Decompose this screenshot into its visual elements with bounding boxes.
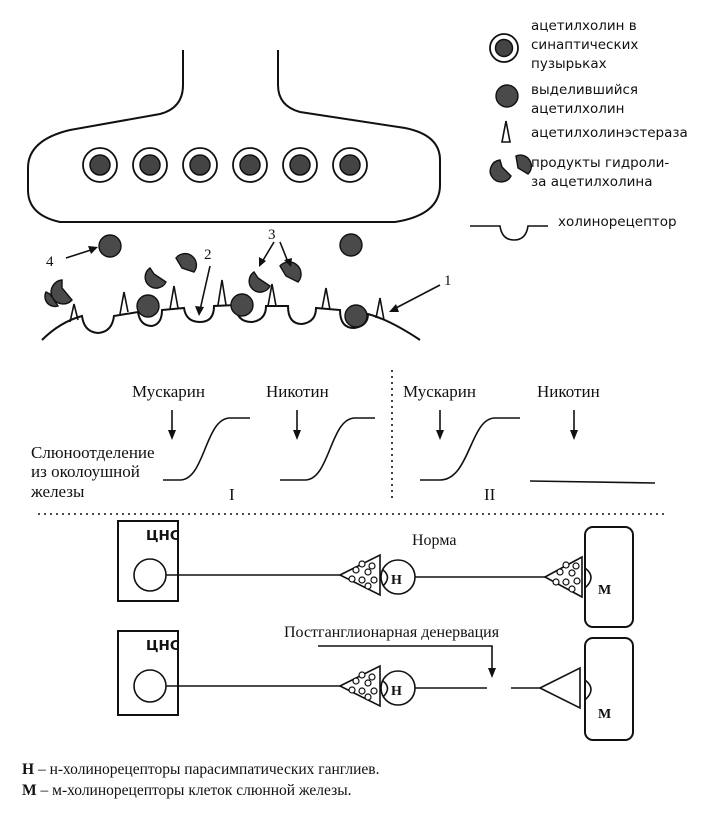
circuit-normal [117, 520, 634, 628]
legend-esterase: ацетилхолинэстераза [531, 125, 688, 141]
gland-cell-den [584, 637, 634, 741]
legend-vesicle-line3: пузырьках [531, 56, 607, 72]
acetylcholinesterase-marks [69, 279, 385, 323]
m-receptor-den: М [598, 707, 611, 722]
h-receptor-den: Н [391, 684, 402, 699]
legend: ацетилхолин в синаптических пузырьках вы… [470, 18, 688, 241]
cns-label-den: ЦНС [146, 638, 180, 654]
circuit-denervation [117, 630, 634, 741]
panel-II-label: II [484, 485, 496, 504]
label-3: 3 [268, 227, 276, 243]
label-2: 2 [204, 247, 212, 263]
presynaptic-terminal [27, 50, 441, 223]
ylabel-line1: Слюноотделение [31, 443, 155, 462]
hydrolysis-products [44, 252, 302, 308]
footnote-m: М – м-холинорецепторы клеток слюнной жел… [22, 782, 352, 799]
legend-products-line1: продукты гидроли- [531, 155, 669, 171]
legend-released-line1: выделившийся [531, 82, 638, 98]
ylabel-line3: железы [30, 482, 85, 501]
salivation-curves [163, 417, 656, 484]
panelII-nicotine-label: Никотин [537, 382, 600, 401]
legend-vesicle-line2: синаптических [531, 37, 638, 53]
cns-label-norm: ЦНС [146, 528, 180, 544]
label-4: 4 [46, 254, 54, 270]
drug-arrows [168, 410, 578, 440]
cns-box [117, 520, 179, 602]
norm-label: Норма [412, 532, 456, 549]
panelI-nicotine-label: Никотин [266, 382, 329, 401]
m-receptor-norm: М [598, 583, 611, 598]
pointer-arrows [65, 241, 441, 316]
legend-released-line2: ацетилхолин [531, 101, 625, 117]
ganglion-terminal-norm [338, 553, 381, 597]
panelI-muscarine-label: Мускарин [132, 382, 205, 401]
denervation-label: Постганглионарная денервация [284, 624, 500, 641]
panel-I-label: I [229, 485, 235, 504]
released-acetylcholine [98, 233, 368, 328]
legend-products-line2: за ацетилхолина [531, 174, 653, 190]
legend-vesicle-line1: ацетилхолин в [531, 18, 637, 34]
legend-receptor: холинорецептор [558, 214, 677, 230]
panelII-muscarine-label: Мускарин [403, 382, 476, 401]
ylabel-line2: из околоушной [31, 462, 140, 481]
postsynaptic-membrane [41, 303, 421, 341]
cns-box-den [117, 630, 179, 716]
label-1: 1 [444, 273, 452, 289]
h-receptor-norm: Н [391, 573, 402, 588]
gland-cell-norm [584, 526, 634, 628]
footnote-h: Н – н-холинорецепторы парасимпатических … [22, 761, 379, 778]
synaptic-vesicles [82, 147, 368, 183]
